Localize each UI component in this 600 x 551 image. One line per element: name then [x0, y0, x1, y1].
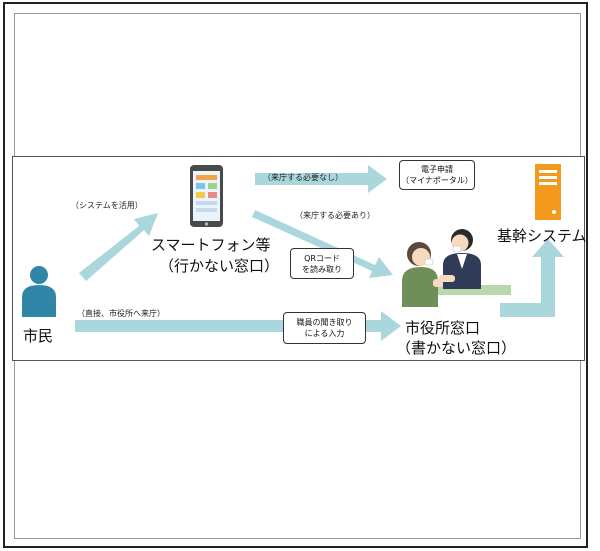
server-icon: [535, 164, 561, 220]
box-staff-input: 職員の聞き取り による入力: [283, 312, 366, 344]
label-direct-visit: （直接、市役所へ来庁）: [77, 309, 165, 318]
arrow-citizen-to-counter: [75, 311, 401, 341]
counter-label-1: 市役所窓口: [405, 319, 481, 337]
arrow-to-counter: [252, 210, 393, 278]
staff-line2: による入力: [304, 329, 345, 338]
label-visit-needed: （来庁する必要あり）: [295, 211, 375, 220]
counter-illustration: [402, 229, 511, 307]
arrow-to-e-application: [255, 165, 387, 193]
label-use-system: （システムを活用）: [71, 201, 143, 210]
box-e-application: 電子申請 （マイナポータル）: [399, 160, 475, 190]
diagram-panel: （システムを活用） （来庁する必要なし） （来庁する必要あり） （直接、市役所へ…: [12, 156, 587, 361]
flow-arrows: [22, 164, 564, 341]
e-application-line2: （マイナポータル）: [401, 176, 473, 185]
smartphone-label-1: スマートフォン等: [151, 236, 271, 254]
citizen-label: 市民: [23, 327, 54, 345]
box-qr: QRコード を読み取り: [290, 248, 354, 279]
smartphone-label-2: （行かない窓口）: [159, 257, 280, 275]
smartphone-icon: [190, 165, 223, 227]
arrow-citizen-to-smartphone: [79, 213, 158, 281]
qr-line2: を読み取り: [302, 264, 342, 274]
core-system-label: 基幹システム: [497, 227, 587, 245]
counter-label-2: （書かない窓口）: [396, 339, 517, 357]
staff-line1: 職員の聞き取り: [296, 318, 353, 327]
qr-line1: QRコード: [304, 253, 340, 263]
arrow-to-core-system: [500, 239, 564, 317]
citizen-icon: [22, 266, 56, 317]
e-application-line1: 電子申請: [421, 165, 453, 174]
label-no-visit: （来庁する必要なし）: [263, 173, 343, 182]
